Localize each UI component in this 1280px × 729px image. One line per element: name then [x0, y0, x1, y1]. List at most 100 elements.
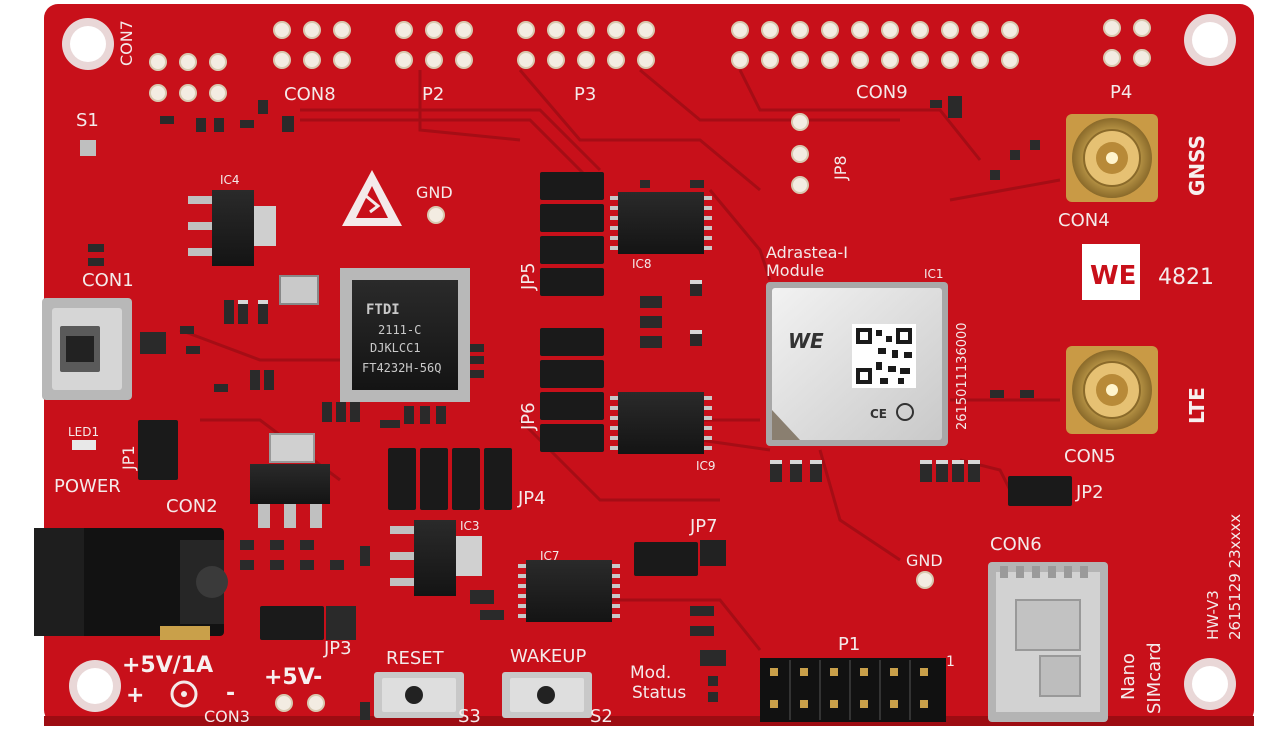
smd-components [88, 96, 1040, 720]
polarity-symbol-icon [170, 680, 198, 708]
label-supply-1a: +5V/1A [122, 653, 213, 678]
label-ic8: IC8 [632, 257, 652, 271]
ftdi-line2: DJKLCC1 [370, 341, 421, 355]
ic7-chip [526, 560, 612, 622]
pcb-traces [179, 68, 1061, 651]
chip-markings: FTDI 2111-C DJKLCC1 FT4232H-56Q WE WE [362, 261, 1136, 375]
label-p1: P1 [838, 634, 860, 655]
label-jp3: JP3 [323, 638, 352, 659]
pcb-body [44, 4, 1254, 724]
polarity-plus-icon: + [126, 683, 144, 708]
label-adrastea: Adrastea-I [766, 243, 848, 262]
label-s2: S2 [590, 706, 613, 727]
module-logo-text: WE [788, 329, 824, 353]
label-hw-version: HW-V3 [1204, 590, 1222, 640]
power-regulator [250, 433, 330, 528]
we-logo-text: WE [1090, 261, 1136, 291]
p1-header [760, 658, 946, 722]
label-jp4: JP4 [517, 488, 546, 509]
mounting-holes [62, 14, 1236, 712]
label-supply-5v: +5V- [264, 665, 322, 690]
sim-card-holder [988, 562, 1108, 722]
label-con1: CON1 [82, 270, 134, 291]
label-reset: RESET [386, 648, 445, 669]
label-ic7: IC7 [540, 549, 560, 563]
label-p4: P4 [1110, 82, 1132, 103]
label-ic1: IC1 [924, 267, 944, 281]
label-ic4: IC4 [220, 173, 240, 187]
jp7-jumper [634, 542, 698, 576]
module-qr-code [852, 324, 916, 388]
ic3-regulator [390, 520, 482, 596]
label-con6: CON6 [990, 534, 1042, 555]
label-part-number: 2615129 23xxxx [1226, 514, 1244, 640]
label-con2: CON2 [166, 496, 218, 517]
jp2-jumper [1008, 476, 1072, 506]
label-module: Module [766, 261, 824, 280]
jp1-jumper [138, 420, 178, 480]
jp3-header [326, 606, 356, 640]
label-mod: Mod. [630, 663, 671, 683]
label-jp2: JP2 [1075, 482, 1104, 503]
jp4-jumpers [388, 448, 512, 510]
ic4-regulator [188, 190, 276, 266]
jp3-jumper [260, 606, 324, 640]
ftdi-line3: FT4232H-56Q [362, 361, 441, 375]
ic-pins [518, 196, 712, 618]
ftdi-chip [340, 268, 470, 402]
usb-connector [42, 298, 132, 400]
label-con5: CON5 [1064, 446, 1116, 467]
label-simcard: SIMcard [1144, 642, 1165, 714]
jp6-jumpers [540, 328, 604, 452]
we-logo [1082, 244, 1140, 300]
ic8-chip [618, 192, 704, 254]
label-pin-one: 1 [946, 654, 955, 670]
wakeup-button[interactable] [502, 672, 592, 718]
s1-switch[interactable] [80, 140, 96, 156]
label-ic3: IC3 [460, 519, 480, 533]
label-gnd-top: GND [416, 183, 453, 202]
label-p2: P2 [422, 84, 444, 105]
reset-button[interactable] [374, 672, 464, 718]
jp7-header [700, 540, 726, 566]
label-module-pn: 2615011136000 [955, 322, 970, 430]
ftdi-line1: 2111-C [378, 323, 421, 337]
module-cert-mark-icon [896, 403, 914, 421]
jp5-jumpers [540, 172, 604, 296]
header-holes [149, 19, 1151, 712]
label-jp8: JP8 [831, 155, 850, 181]
pcb-edge [44, 716, 1254, 726]
label-s3: S3 [458, 706, 481, 727]
label-lte: LTE [1185, 387, 1209, 424]
svg-text:CE: CE [870, 407, 887, 421]
silkscreen-labels: CON7 CON8 P2 P3 CON9 P4 S1 GND CON1 JP5 … [54, 20, 1244, 727]
label-nano: Nano [1118, 653, 1139, 700]
label-con7: CON7 [117, 20, 136, 66]
polarity-minus-icon: - [226, 681, 235, 706]
label-con8: CON8 [284, 84, 336, 105]
dc-barrel-jack [34, 528, 228, 640]
label-jp6: JP6 [518, 402, 539, 431]
smd-pads [238, 280, 980, 464]
polarity-center-icon [181, 691, 187, 697]
ic9-chip [618, 392, 704, 454]
label-jp7: JP7 [689, 516, 718, 537]
ftdi-brand: FTDI [366, 302, 400, 318]
lte-sma-connector [1066, 346, 1158, 434]
label-p3: P3 [574, 84, 596, 105]
label-con4: CON4 [1058, 210, 1110, 231]
label-gnd-bottom: GND [906, 551, 943, 570]
led1 [72, 440, 96, 450]
esd-warning-symbol [342, 170, 402, 226]
label-jp5: JP5 [518, 262, 539, 291]
label-con9: CON9 [856, 82, 908, 103]
label-ic9: IC9 [696, 459, 716, 473]
label-gnss: GNSS [1185, 135, 1209, 196]
label-led1: LED1 [68, 425, 99, 439]
label-power: POWER [54, 476, 121, 497]
label-we-number: 4821 [1158, 265, 1214, 290]
adrastea-module: CE [766, 282, 948, 446]
label-s1: S1 [76, 110, 99, 131]
